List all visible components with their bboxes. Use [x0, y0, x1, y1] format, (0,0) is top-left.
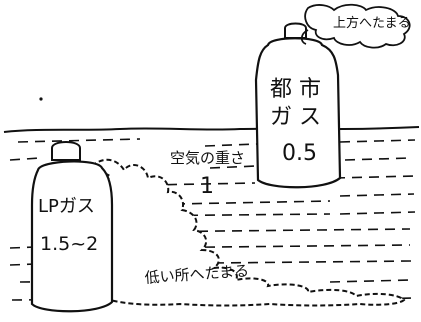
city-gas-cylinder — [254, 22, 342, 189]
city-gas-plume — [300, 29, 309, 45]
lp-gas-cylinder — [30, 141, 114, 313]
city-gas-cloud-text: 上方へたまる — [333, 15, 411, 31]
city-gas-label-1: 都 市 — [270, 77, 321, 102]
lp-gas-cloud — [90, 158, 406, 307]
air-weight-label: 空気の重さ — [170, 149, 245, 167]
city-gas-value: 0.5 — [282, 141, 317, 166]
lp-gas-value: 1.5~2 — [40, 233, 98, 255]
city-gas-label-2: ガ ス — [270, 105, 321, 130]
air-weight-value: 1 — [200, 174, 214, 199]
horizon-line — [3, 126, 420, 133]
dot-mark — [39, 97, 43, 101]
city-gas-cloud — [304, 3, 411, 49]
lp-gas-label: LPガス — [38, 196, 95, 217]
